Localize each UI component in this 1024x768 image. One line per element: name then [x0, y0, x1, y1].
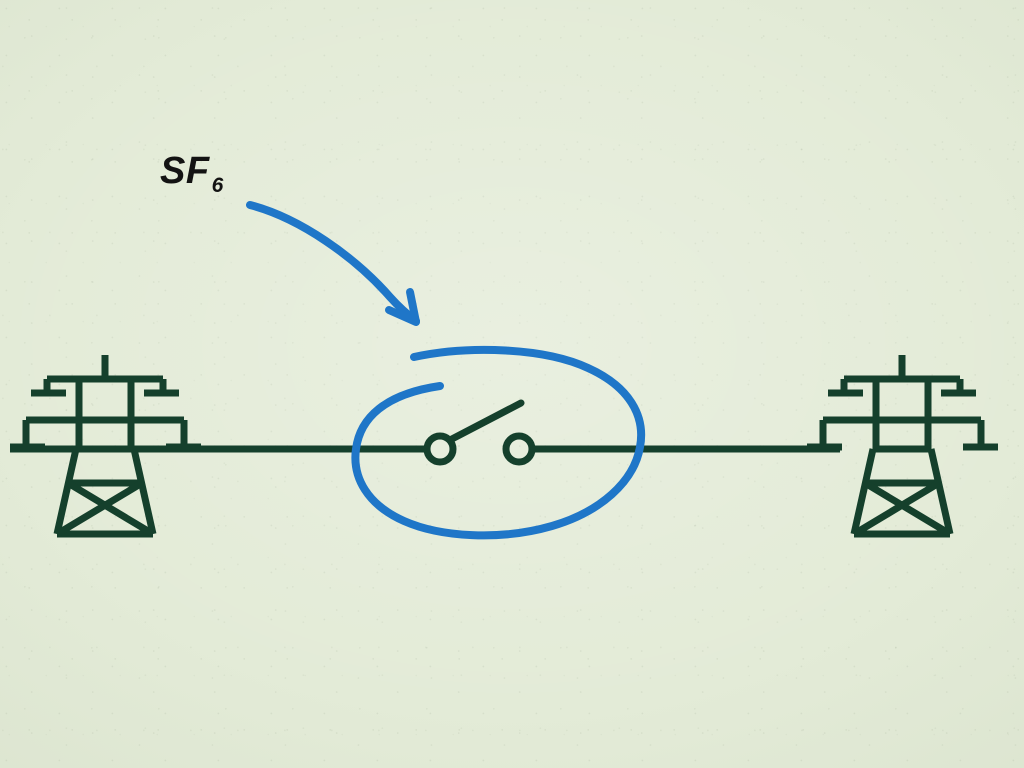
tower-right-base-leg-right [927, 448, 954, 535]
sf6-label-subscript: 6 [211, 174, 224, 197]
tower-right-base-leg-left [850, 448, 877, 535]
hand-drawn-ellipse [351, 345, 646, 540]
tower-right-base-cross-b [852, 479, 941, 538]
tower-left-base-leg-right [130, 448, 157, 535]
highlight-loop-stroke [351, 345, 646, 540]
transmission-tower-right [807, 355, 998, 538]
transmission-tower-left [10, 355, 201, 538]
tower-left-base-leg-left [53, 448, 80, 535]
tower-left-base-cross-b [55, 479, 144, 538]
arrow-shaft [246, 201, 420, 325]
arrow-head [385, 288, 420, 326]
circuit-breaker-switch [423, 399, 536, 466]
breaker-blade [446, 399, 525, 444]
tower-right-base-cross-a [863, 479, 952, 538]
breaker-right-contact [502, 432, 536, 466]
tower-left-base-cross-a [66, 479, 155, 538]
breaker-left-contact [423, 432, 457, 466]
curved-pointer-arrow [246, 201, 420, 326]
sf6-label-text: SF [160, 150, 210, 192]
sf6-label: SF6 [160, 150, 223, 196]
